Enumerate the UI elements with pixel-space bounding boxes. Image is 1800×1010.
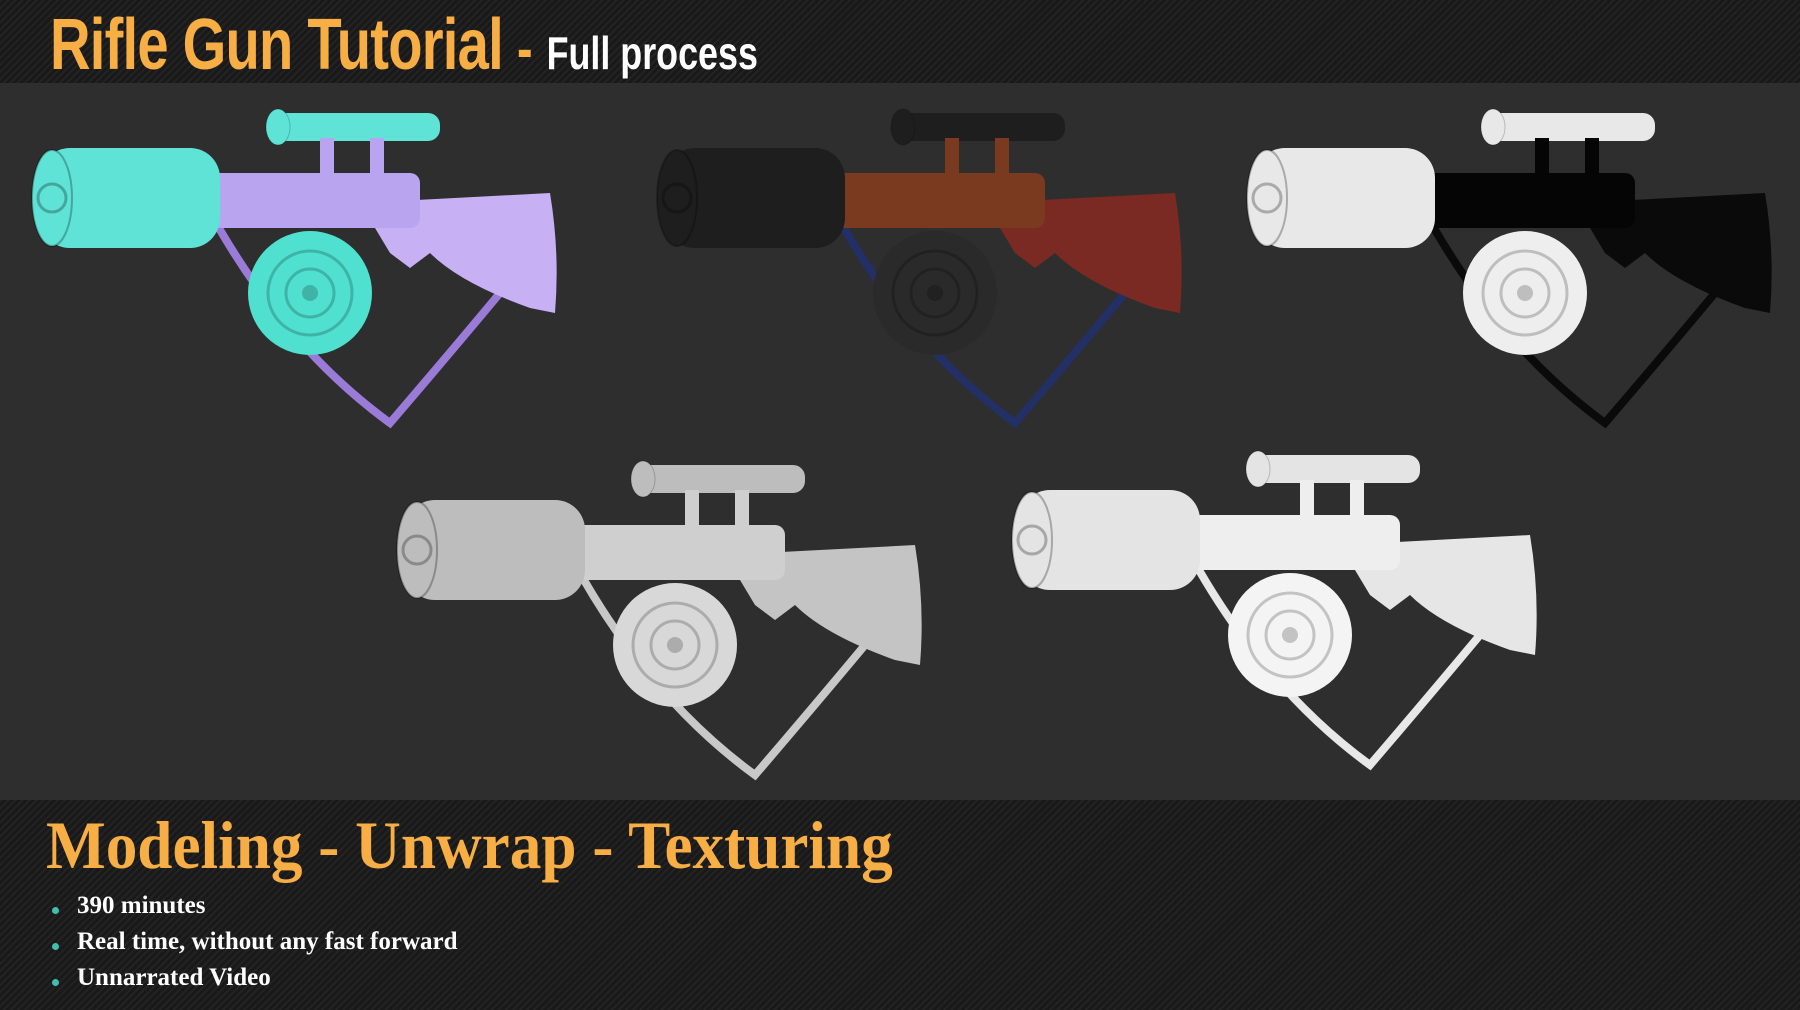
drum-magazine [1228, 573, 1352, 697]
strap [826, 201, 1129, 429]
scope [1485, 113, 1655, 141]
roughness-render [395, 445, 935, 790]
drum-magazine [248, 231, 372, 355]
bullet-icon [52, 978, 59, 986]
receiver [1190, 515, 1400, 570]
feature-item: Real time, without any fast forward [52, 924, 458, 960]
ao-render [1010, 435, 1550, 780]
strap [1181, 543, 1484, 771]
barrel-shroud [40, 148, 220, 248]
feature-list: 390 minutes Real time, without any fast … [52, 888, 458, 996]
feature-text: Unnarrated Video [77, 964, 271, 991]
strap [1416, 201, 1719, 429]
header-band: Rifle Gun Tutorial-Full process [0, 0, 1800, 86]
footer-band [0, 800, 1800, 1010]
receiver [210, 173, 420, 228]
scope [895, 113, 1065, 141]
normal-map-render [30, 93, 570, 438]
title-separator: - [516, 15, 533, 82]
feature-item: 390 minutes [52, 888, 458, 924]
receiver [835, 173, 1045, 228]
feature-text: Real time, without any fast forward [77, 928, 458, 955]
drum-magazine [613, 583, 737, 707]
title-main: Rifle Gun Tutorial [50, 5, 504, 85]
barrel-shroud [1255, 148, 1435, 248]
strap [566, 553, 869, 781]
bullet-icon [52, 942, 59, 950]
bullet-icon [52, 906, 59, 914]
albedo-render [655, 93, 1195, 438]
scope [270, 113, 440, 141]
feature-item: Unnarrated Video [52, 960, 458, 996]
drum-magazine [873, 231, 997, 355]
page-title: Rifle Gun Tutorial-Full process [50, 4, 758, 86]
process-title: Modeling - Unwrap - Texturing [46, 807, 893, 883]
barrel-shroud [1020, 490, 1200, 590]
barrel-shroud [665, 148, 845, 248]
strap [201, 201, 504, 429]
drum-magazine [1463, 231, 1587, 355]
mask-render [1245, 93, 1785, 438]
receiver [575, 525, 785, 580]
scope [1250, 455, 1420, 483]
receiver [1425, 173, 1635, 228]
barrel-shroud [405, 500, 585, 600]
scope [635, 465, 805, 493]
render-gallery [0, 83, 1800, 800]
title-subtitle: Full process [546, 27, 758, 79]
feature-text: 390 minutes [77, 892, 206, 919]
